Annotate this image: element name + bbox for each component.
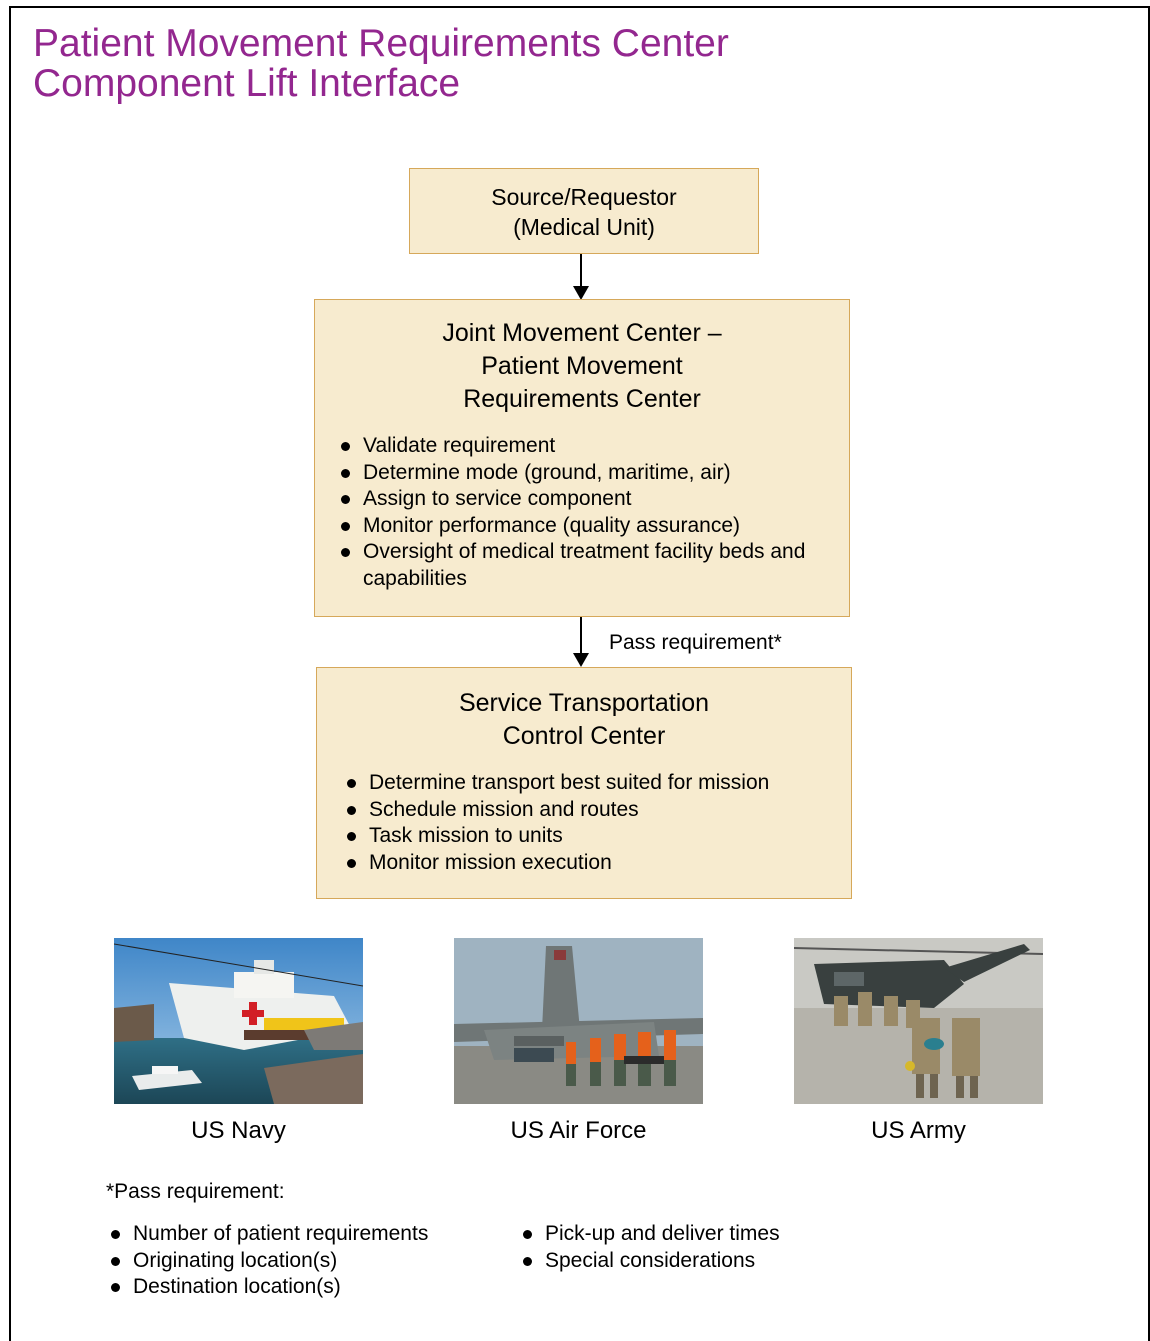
footnote-item: Special considerations: [519, 1248, 780, 1275]
footnote-heading: *Pass requirement:: [106, 1180, 285, 1203]
jmc-bullet-list: Validate requirement Determine mode (gro…: [337, 433, 849, 593]
navy-hospital-ship-photo: [114, 938, 363, 1104]
stcc-bullet: Determine transport best suited for miss…: [343, 770, 851, 797]
arrow-source-to-jmc: [573, 254, 589, 300]
page-frame: [9, 6, 1150, 1341]
source-line-1: Source/Requestor: [491, 184, 677, 210]
air-force-c130-photo: [454, 938, 703, 1104]
army-caption: US Army: [871, 1117, 966, 1144]
footnote-item: Pick-up and deliver times: [519, 1221, 780, 1248]
footnote-item: Destination location(s): [107, 1274, 428, 1301]
pass-requirement-label: Pass requirement*: [609, 631, 782, 654]
jmc-line-3: Requirements Center: [463, 385, 701, 413]
stcc-bullet: Schedule mission and routes: [343, 797, 851, 824]
jmc-bullet: Oversight of medical treatment facility …: [337, 539, 849, 592]
page-title: Patient Movement Requirements Center Com…: [33, 24, 729, 104]
stcc-bullet: Task mission to units: [343, 823, 851, 850]
joint-movement-center-box: Joint Movement Center – Patient Movement…: [314, 299, 850, 617]
air-force-caption: US Air Force: [510, 1117, 647, 1144]
source-line-2: (Medical Unit): [513, 214, 655, 240]
footnote-list-left: Number of patient requirements Originati…: [107, 1221, 428, 1301]
footnote-item: Number of patient requirements: [107, 1221, 428, 1248]
title-line-2: Component Lift Interface: [33, 62, 461, 105]
title-line-1: Patient Movement Requirements Center: [33, 22, 729, 65]
stcc-line-2: Control Center: [502, 722, 666, 750]
source-requestor-box: Source/Requestor (Medical Unit): [409, 168, 759, 254]
stcc-bullet-list: Determine transport best suited for miss…: [343, 770, 851, 876]
stcc-bullet: Monitor mission execution: [343, 850, 851, 877]
arrow-jmc-to-stcc: [573, 617, 589, 667]
service-transportation-box: Service Transportation Control Center De…: [316, 667, 852, 899]
jmc-bullet: Assign to service component: [337, 486, 849, 513]
footnote-item: Originating location(s): [107, 1248, 428, 1275]
navy-caption: US Navy: [191, 1117, 286, 1144]
stcc-line-1: Service Transportation: [458, 689, 710, 717]
jmc-bullet: Monitor performance (quality assurance): [337, 513, 849, 540]
jmc-bullet: Validate requirement: [337, 433, 849, 460]
jmc-line-1: Joint Movement Center –: [442, 319, 722, 347]
footnote-list-right: Pick-up and deliver times Special consid…: [519, 1221, 780, 1274]
jmc-bullet: Determine mode (ground, maritime, air): [337, 460, 849, 487]
jmc-line-2: Patient Movement: [481, 352, 683, 380]
army-helicopter-photo: [794, 938, 1043, 1104]
